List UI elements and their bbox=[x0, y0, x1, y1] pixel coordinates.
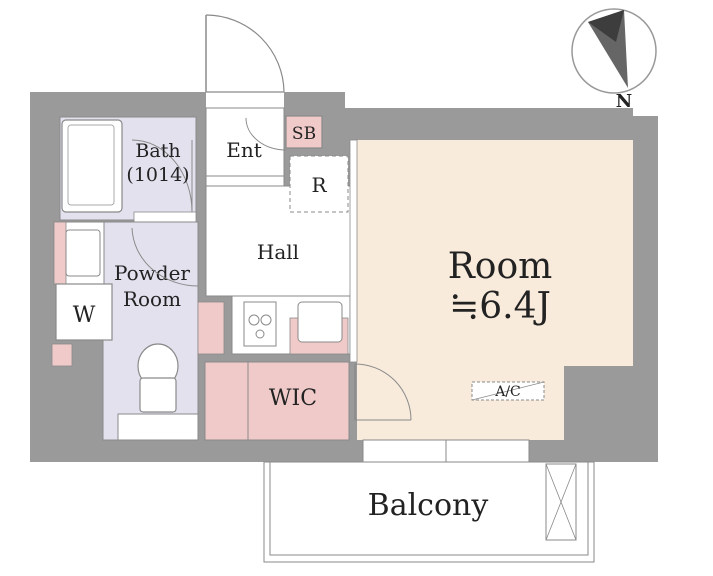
hall-label: Hall bbox=[257, 240, 299, 264]
walk-in-closet bbox=[204, 361, 350, 441]
toilet bbox=[117, 343, 199, 441]
entry-door[interactable] bbox=[205, 14, 285, 93]
balcony-label: Balcony bbox=[368, 488, 489, 523]
shoe-box-label: SB bbox=[292, 124, 316, 144]
bath-door-swing bbox=[131, 139, 193, 213]
air-conditioner-label: A/C bbox=[494, 384, 521, 400]
refrigerator-space bbox=[289, 155, 349, 213]
bathtub-inner bbox=[67, 124, 115, 206]
kitchen-partition bbox=[349, 139, 358, 363]
entrance-label: Ent bbox=[226, 138, 262, 162]
bath-label: Bath bbox=[135, 140, 180, 162]
vanity-accent bbox=[53, 221, 67, 285]
entry-opening bbox=[206, 92, 284, 112]
room-door[interactable] bbox=[354, 363, 412, 421]
washer-label: W bbox=[73, 303, 96, 328]
room-size-label: ≒6.4J bbox=[449, 286, 551, 327]
kitchen-sink bbox=[297, 301, 343, 343]
main-room-notch bbox=[564, 366, 633, 440]
powder-door-swing bbox=[131, 227, 199, 287]
stove bbox=[243, 301, 277, 347]
compass-needle-shade bbox=[588, 10, 624, 42]
room-name-label: Room bbox=[448, 246, 553, 287]
shoe-box bbox=[285, 115, 323, 149]
compass: N bbox=[571, 8, 657, 112]
balcony: Balcony bbox=[263, 461, 595, 563]
powder-room-label-line1: Powder bbox=[114, 261, 190, 285]
walk-in-closet-label: WIC bbox=[269, 386, 317, 411]
powder-room-label-line2: Room bbox=[123, 287, 181, 311]
air-conditioner: A/C bbox=[471, 381, 545, 401]
compass-north-label: N bbox=[616, 91, 632, 112]
bath-size-label: (1014) bbox=[126, 164, 189, 186]
refrigerator-label: R bbox=[311, 173, 327, 197]
entrance-inner-swing bbox=[245, 117, 287, 151]
washer-accent bbox=[51, 343, 73, 367]
entrance-floor bbox=[205, 107, 285, 187]
washer-space bbox=[55, 283, 113, 341]
bath-threshold bbox=[133, 211, 197, 223]
sink bbox=[65, 229, 101, 277]
kitchen-accent bbox=[197, 301, 225, 355]
